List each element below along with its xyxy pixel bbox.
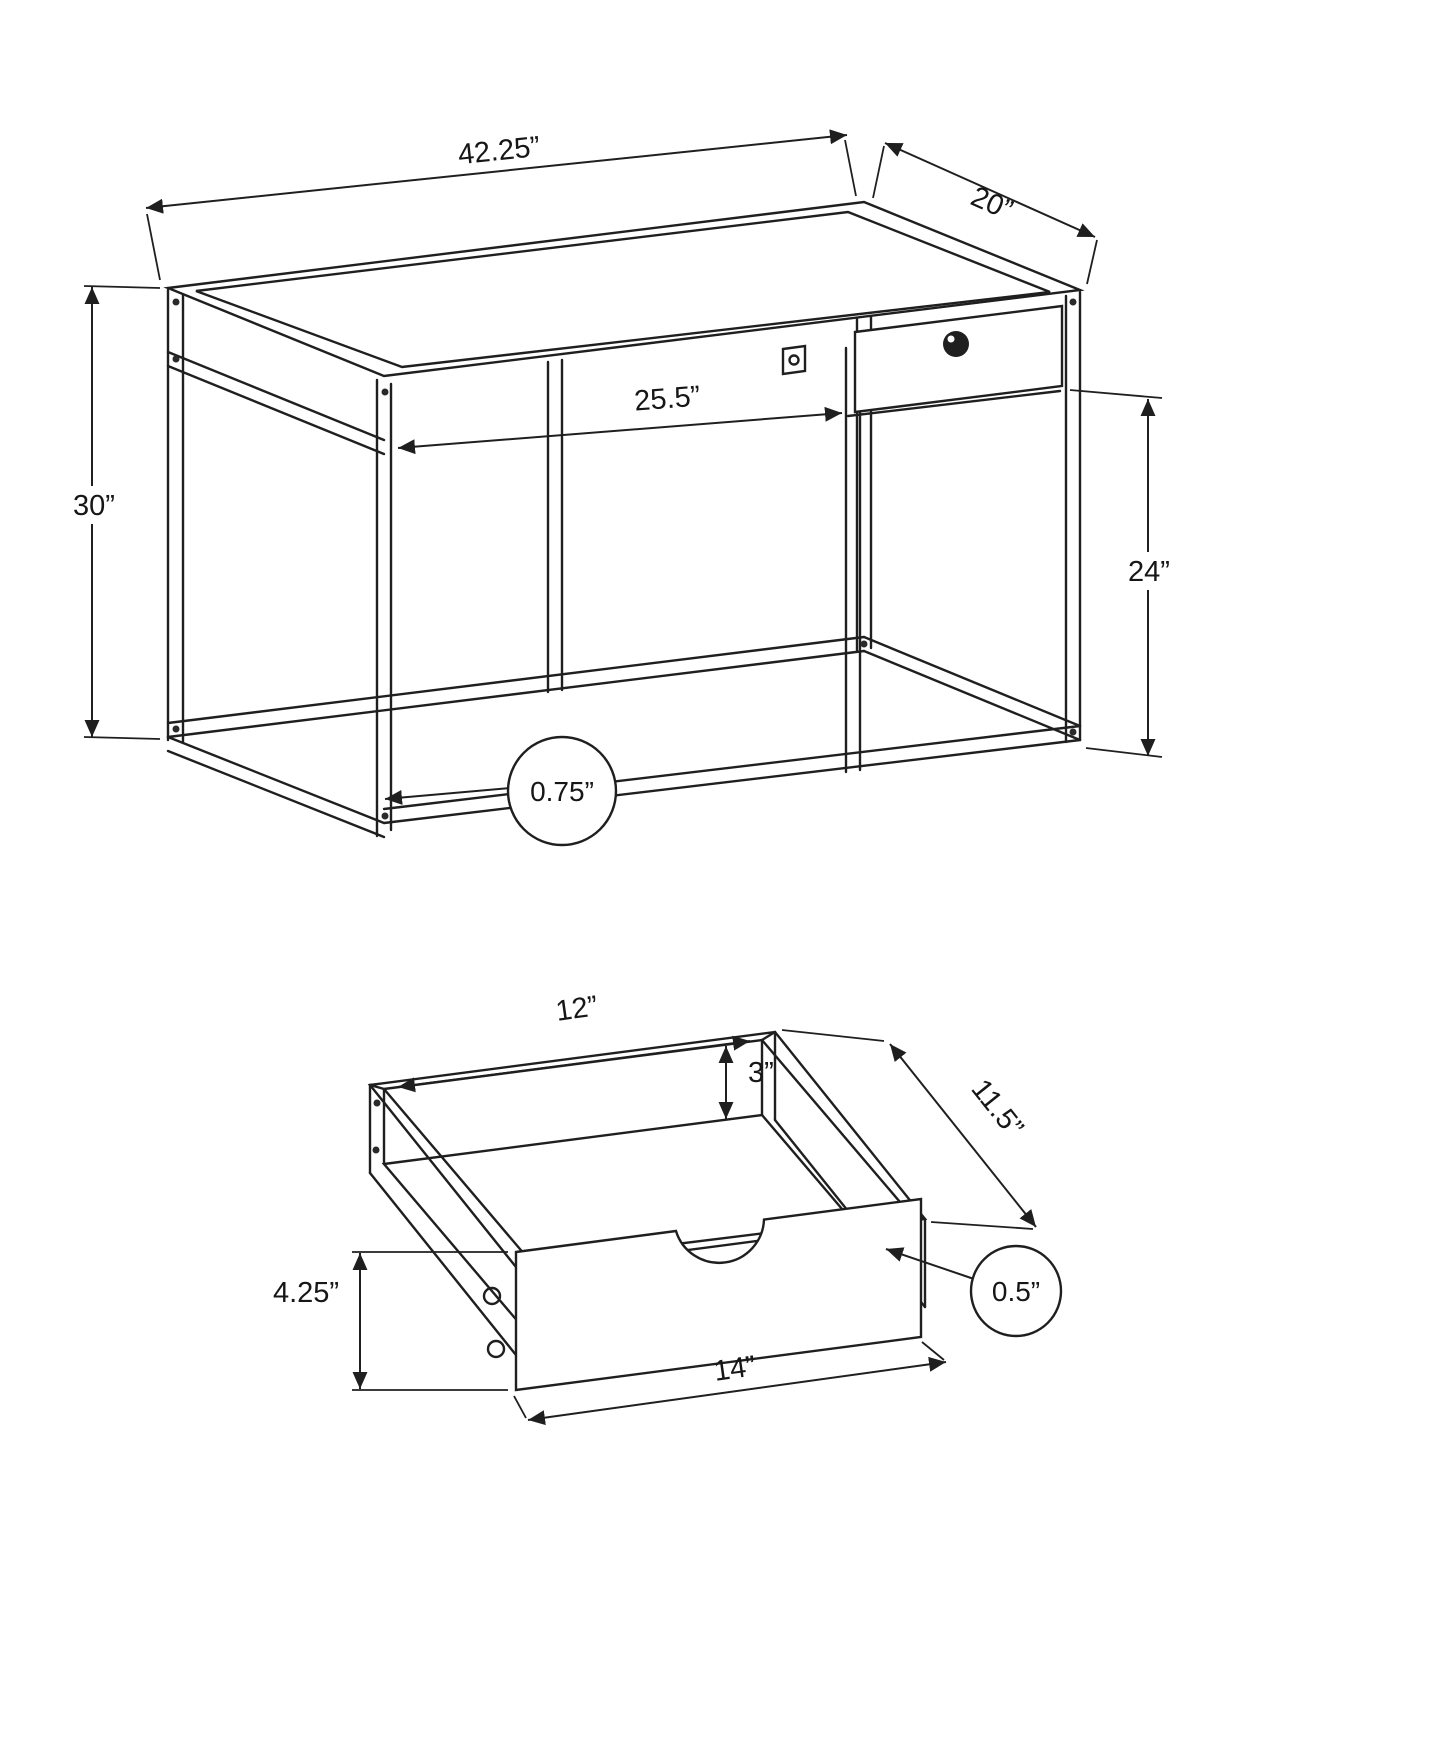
drawer-front-panel xyxy=(482,1197,923,1392)
dimension-line xyxy=(397,406,843,455)
desk-top xyxy=(163,200,1085,378)
rivet xyxy=(172,355,180,363)
rivet xyxy=(172,725,180,733)
dim-drawer-front-height: 4.25” xyxy=(273,1251,508,1391)
bracket-hole xyxy=(788,354,800,366)
dimension-line xyxy=(884,142,1096,238)
rivet xyxy=(373,1099,381,1107)
dimension-line xyxy=(397,1035,751,1093)
bracket-plate xyxy=(781,344,807,376)
desk-base-frame xyxy=(166,635,1082,839)
base-rail-left xyxy=(166,749,386,839)
extension-line xyxy=(513,1395,527,1419)
front-panel-outline xyxy=(514,1197,923,1392)
dim-drawer-inner-height: 3” xyxy=(718,1046,774,1119)
dim-label-clearance: 24” xyxy=(1128,556,1170,588)
callout-circle xyxy=(969,1244,1063,1338)
desk-center-support xyxy=(546,358,564,694)
leader-line xyxy=(885,1247,975,1280)
label-backing xyxy=(1119,552,1179,590)
dim-label-frame-thickness: 0.75” xyxy=(530,776,594,807)
drawer-figure: 12” 3” 11.5” 4.25” 0.5” xyxy=(273,990,1063,1426)
dim-label-knee-space: 25.5” xyxy=(633,380,701,417)
rivet xyxy=(381,388,389,396)
desk-top-inner-edge xyxy=(195,210,1051,369)
callout-frame-thickness: 0.75” xyxy=(384,735,618,847)
drawer-front-panel xyxy=(853,304,1064,414)
stretcher-line xyxy=(166,364,386,456)
dim-label-desk-height: 30” xyxy=(73,490,115,522)
drawer-glide-bracket xyxy=(781,344,807,376)
dim-desk-depth: 20” xyxy=(872,142,1098,285)
extension-line xyxy=(1085,747,1163,758)
rivet xyxy=(381,812,389,820)
dim-drawer-outer-width: 14” xyxy=(513,1341,947,1426)
base-rail-front xyxy=(382,738,1082,825)
callout-circle xyxy=(506,735,618,847)
base-rail-right xyxy=(862,635,1082,728)
finger-hole-highlight xyxy=(947,335,955,343)
dim-desk-height: 30” xyxy=(64,285,161,740)
desk-leg-front-right xyxy=(1064,290,1082,744)
desk-leg-front-left xyxy=(375,378,393,838)
base-rail-front xyxy=(382,724,1082,811)
extension-line xyxy=(1086,239,1098,285)
dimension-line xyxy=(889,1043,1037,1228)
dim-label-inner-width: 12” xyxy=(554,990,600,1028)
base-rail-left xyxy=(166,735,386,825)
dimension-line xyxy=(527,1356,947,1426)
finger-hole xyxy=(943,331,969,357)
desk-rivets xyxy=(172,298,1077,820)
rivet xyxy=(372,1146,380,1154)
dim-label-inner-height: 3” xyxy=(748,1057,774,1089)
dim-label-panel-thickness: 0.5” xyxy=(992,1276,1040,1307)
screw xyxy=(486,1339,506,1359)
dim-label-outer-width: 14” xyxy=(712,1350,758,1388)
base-rail-back xyxy=(166,635,866,725)
extension-line xyxy=(844,139,857,197)
desk-figure: 42.25” 20” 30” 25.5” 24” xyxy=(64,129,1179,847)
drawer-apron-line xyxy=(846,389,1062,418)
dim-drawer-inner-width: 12” xyxy=(397,990,751,1093)
dim-label-front-height: 4.25” xyxy=(273,1277,339,1309)
rivet xyxy=(172,298,180,306)
rivet xyxy=(860,640,868,648)
rim-corner xyxy=(368,1083,386,1091)
rim-corner xyxy=(760,1030,777,1042)
extension-line xyxy=(146,213,161,281)
leader-line xyxy=(384,787,511,805)
extension-line xyxy=(872,145,885,199)
extension-line xyxy=(921,1341,945,1361)
dim-desk-clearance: 24” xyxy=(1069,389,1179,758)
desk-drawer-front xyxy=(846,304,1064,418)
desk-drawer-support-leg xyxy=(844,344,862,774)
dim-label-desk-width: 42.25” xyxy=(456,131,541,171)
rivet xyxy=(1069,728,1077,736)
label-backing xyxy=(64,486,124,524)
extension-line xyxy=(930,1221,1034,1230)
dim-desk-knee-space: 25.5” xyxy=(397,380,843,455)
callout-panel-thickness: 0.5” xyxy=(885,1244,1063,1338)
base-rail-back xyxy=(166,649,866,739)
extension-line xyxy=(83,736,161,740)
dim-label-depth: 11.5” xyxy=(965,1073,1030,1143)
screw xyxy=(482,1286,502,1306)
dim-label-desk-depth: 20” xyxy=(966,181,1017,227)
rivet xyxy=(1069,298,1077,306)
wall-bottom-edge xyxy=(368,1171,522,1362)
dimension-line xyxy=(145,129,848,214)
desk-left-stretcher xyxy=(166,350,386,456)
desk-top-outer-edge xyxy=(163,200,1085,378)
extension-line xyxy=(1069,389,1163,399)
stretcher-line xyxy=(166,350,386,442)
extension-line xyxy=(781,1029,885,1042)
extension-line xyxy=(83,285,161,289)
base-rail-right xyxy=(862,649,1082,742)
